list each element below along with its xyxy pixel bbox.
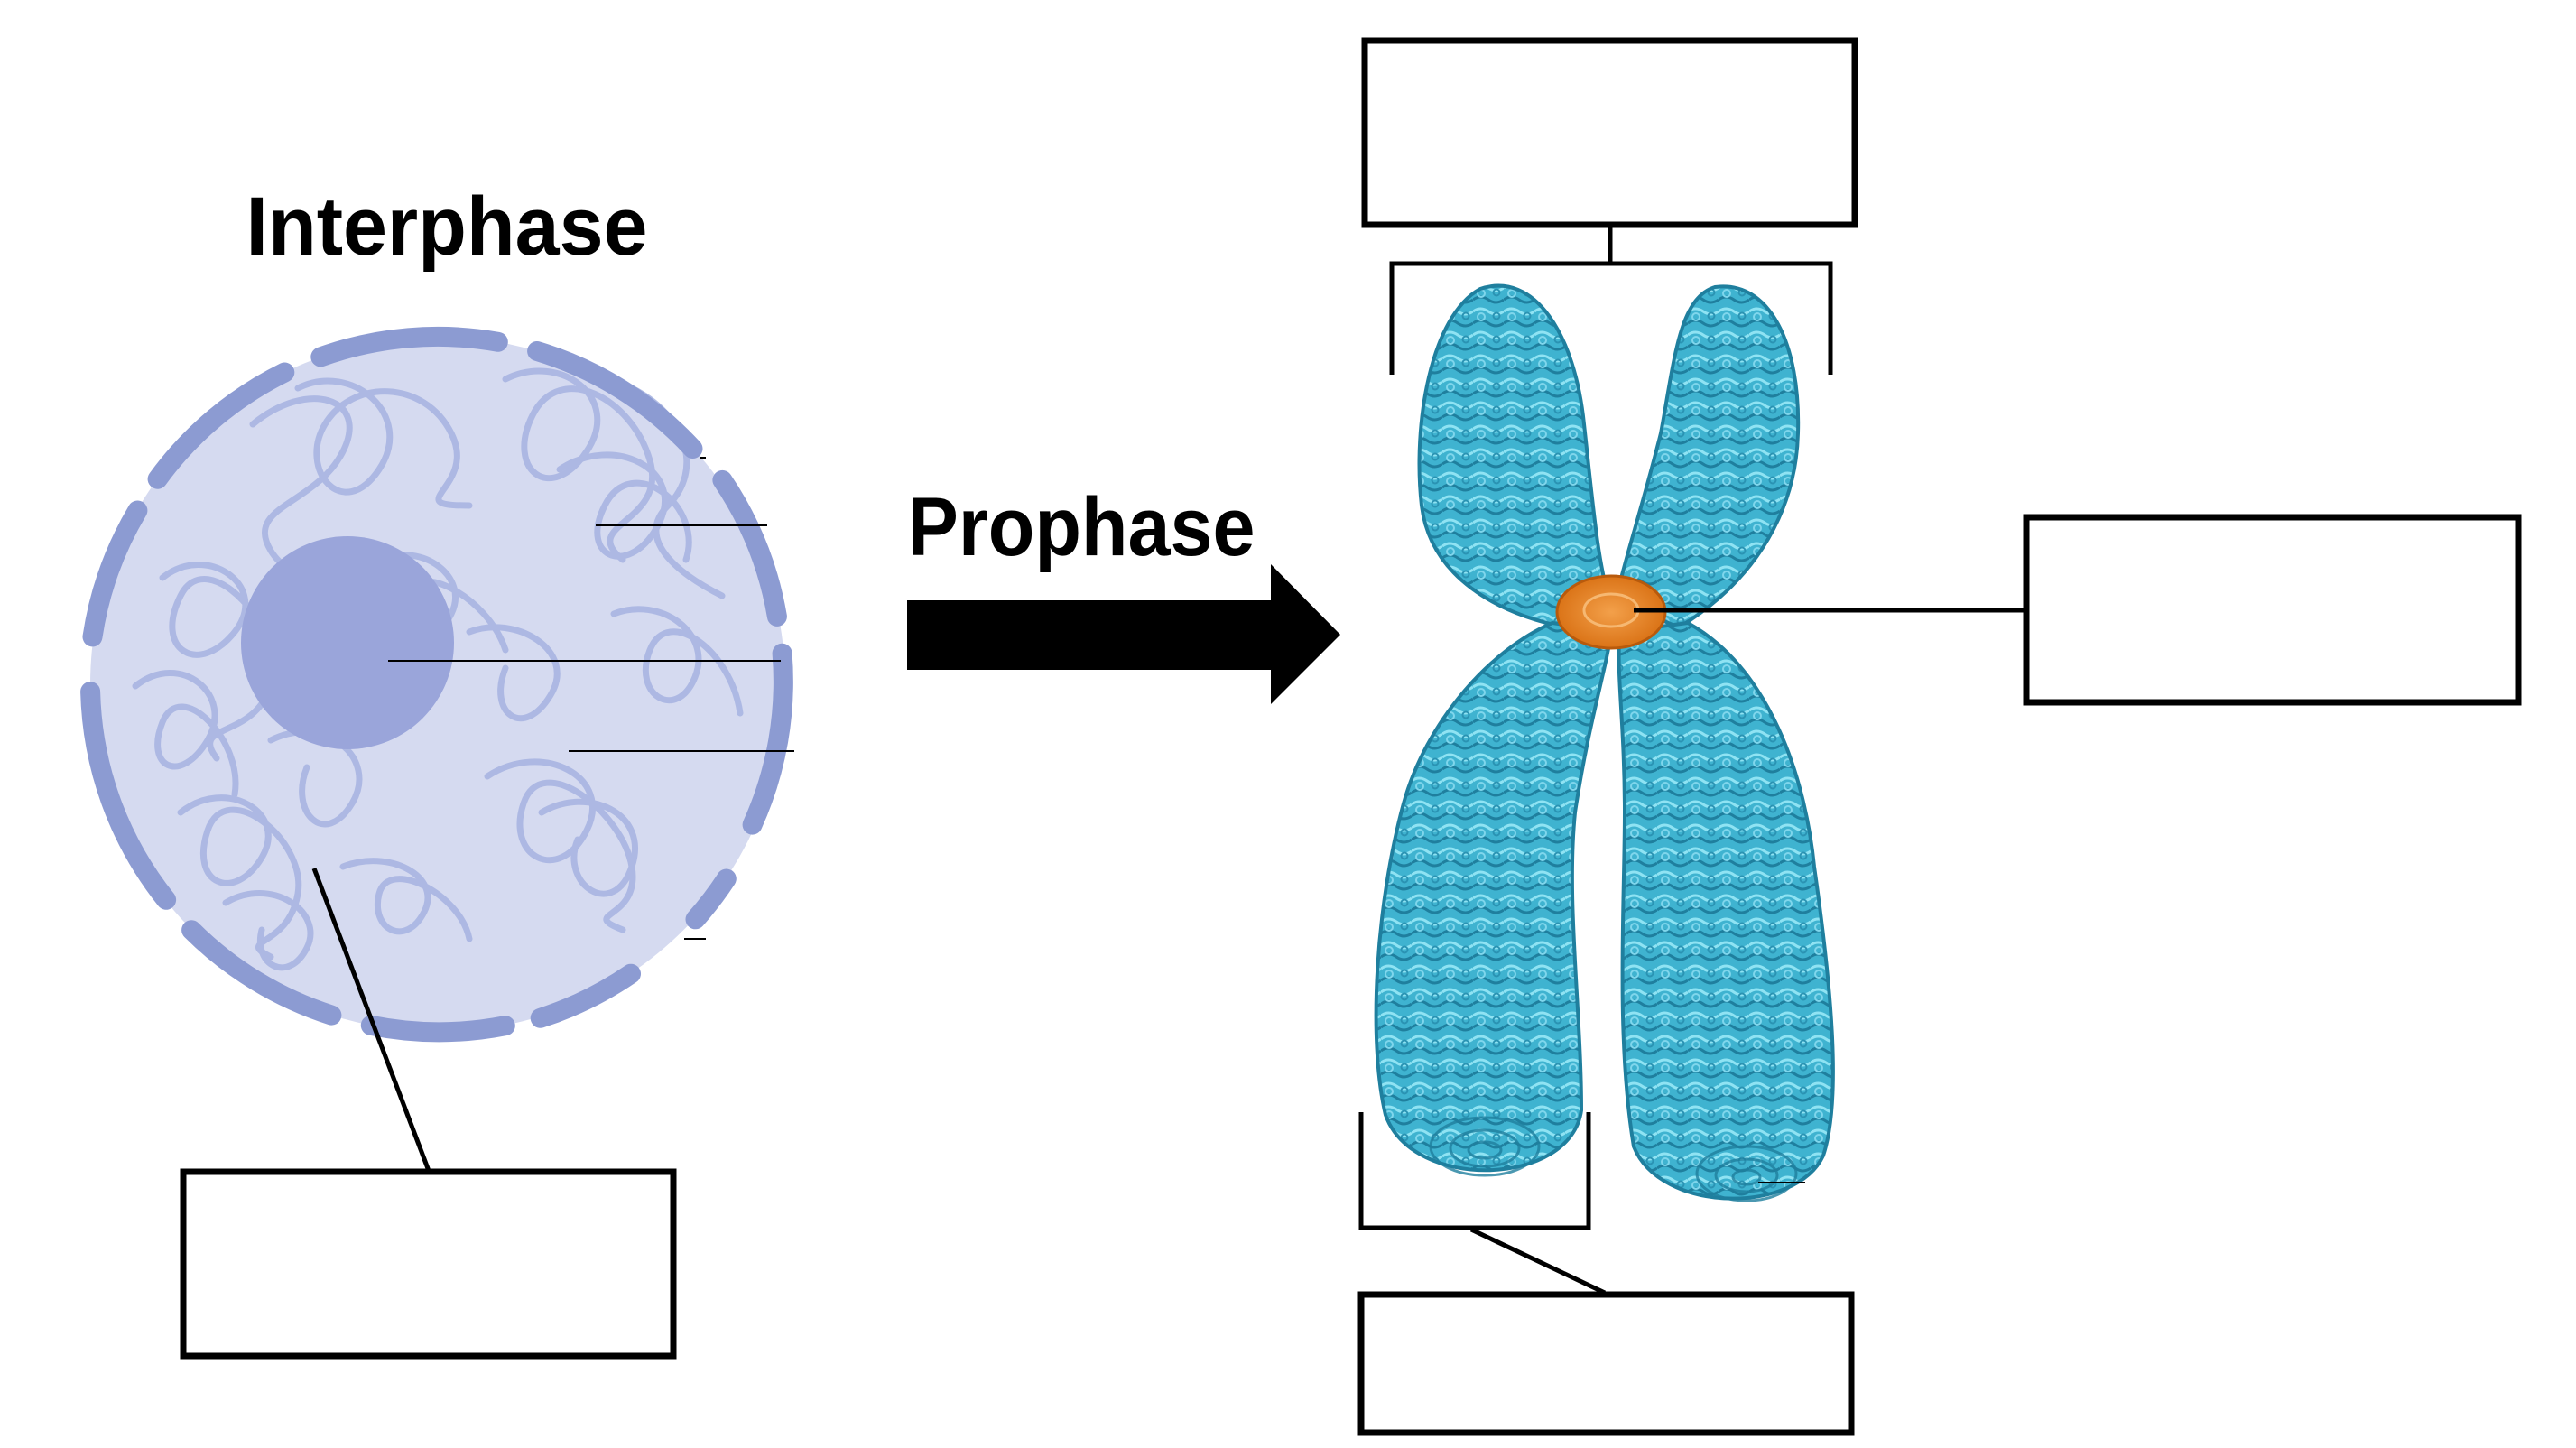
telomere-coils <box>1429 1116 1798 1202</box>
nuclear-envelope <box>80 326 793 1043</box>
prophase-title: Prophase <box>908 481 1256 573</box>
interphase-leader-lines <box>388 457 794 940</box>
chromatid-lower-left <box>1374 620 1614 1173</box>
chromatin-label-box[interactable] <box>180 1168 677 1360</box>
chromatin-leader-line <box>311 868 431 1172</box>
chromosome <box>1374 283 1835 1202</box>
nucleolus <box>241 536 454 749</box>
chromatid-upper-right <box>1613 284 1801 630</box>
interphase-title: Interphase <box>246 181 648 273</box>
prophase-arrow <box>907 564 1340 704</box>
chromatid-bracket <box>1389 225 1833 375</box>
chromatin-fibers <box>132 367 744 971</box>
interphase-nucleus <box>80 326 793 1043</box>
chromatid-label-box[interactable] <box>1361 37 1858 228</box>
chromatid-upper-left <box>1417 283 1611 630</box>
chromatid-lower-right <box>1617 620 1835 1201</box>
telomere-bracket <box>1358 1112 1607 1295</box>
telomere-label-box[interactable] <box>1357 1291 1855 1436</box>
centromere-label-box[interactable] <box>2023 514 2522 706</box>
